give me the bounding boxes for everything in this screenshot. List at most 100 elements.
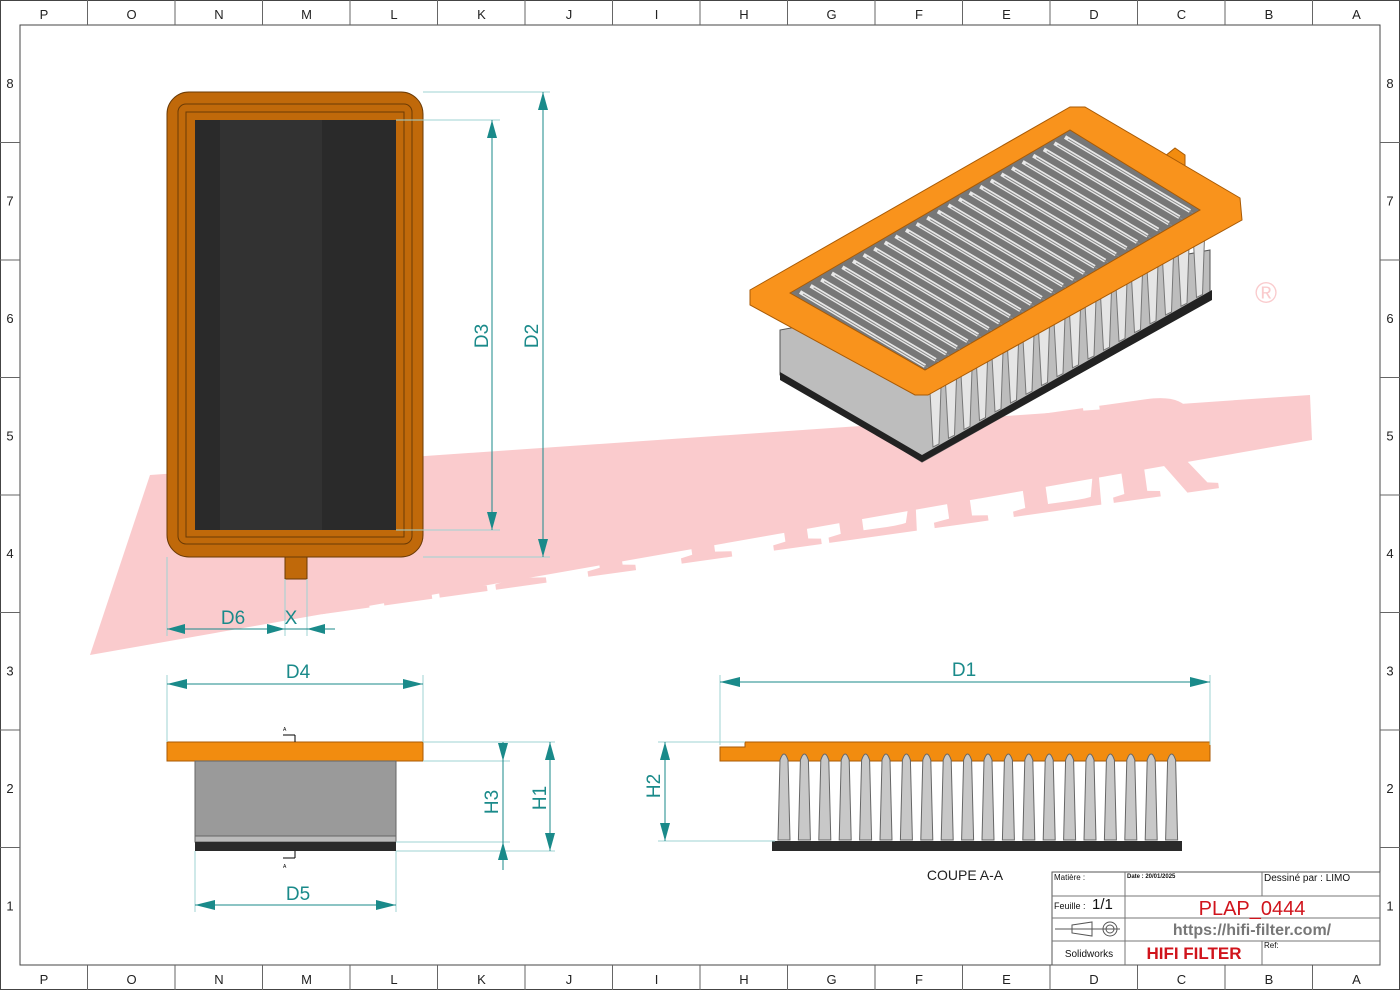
iso-top-pleat-shadow xyxy=(898,237,1024,313)
iso-top-pleat-shadow xyxy=(887,243,1014,319)
pleat xyxy=(777,753,791,841)
grid-column-label: M xyxy=(301,7,312,22)
iso-top-pleat-shadow xyxy=(993,181,1120,257)
iso-top-pleat-shadow xyxy=(823,281,950,357)
pleat xyxy=(920,753,934,841)
grid-column-label: H xyxy=(739,7,748,22)
section-label: COUPE A-A xyxy=(927,867,1004,883)
pleat xyxy=(1083,753,1097,841)
dim-h1: H1 xyxy=(530,786,551,810)
grid-column-label: J xyxy=(566,7,573,22)
iso-top-pleat-shadow xyxy=(834,274,961,350)
dim-d3: D3 xyxy=(472,324,493,348)
drawn-by: Dessiné par : LIMO xyxy=(1264,873,1350,884)
dim-d4: D4 xyxy=(286,662,311,683)
grid-row-label: 6 xyxy=(1386,311,1393,326)
iso-top-pleat-shadow xyxy=(908,231,1035,307)
iso-top-pleat-shadow xyxy=(972,194,1098,270)
grid-row-label: 1 xyxy=(6,899,13,914)
grid-column-label: I xyxy=(655,7,659,22)
software: Solidworks xyxy=(1065,949,1113,960)
date: Date : 20/01/2025 xyxy=(1127,874,1176,880)
pleat xyxy=(818,753,832,841)
pleat xyxy=(1063,753,1077,841)
grid-column-label: E xyxy=(1002,7,1011,22)
grid-column-label: A xyxy=(1352,972,1361,987)
pleat xyxy=(981,753,995,841)
title-block: Matière : Date : 20/01/2025 Dessiné par … xyxy=(1051,871,1381,966)
brand: HIFI FILTER xyxy=(1146,944,1241,963)
grid-column-label: G xyxy=(826,972,836,987)
iso-top-pleat-shadow xyxy=(876,250,1003,326)
grid-row-label: 7 xyxy=(6,194,13,209)
grid-column-label: C xyxy=(1177,7,1186,22)
ref-label: Ref: xyxy=(1264,941,1279,950)
grid-row-label: 2 xyxy=(6,781,13,796)
dim-d5: D5 xyxy=(286,884,310,905)
grid-column-label: C xyxy=(1177,972,1186,987)
grid-column-label: K xyxy=(477,7,486,22)
watermark-registered: ® xyxy=(1255,277,1277,310)
grid-column-label: D xyxy=(1089,972,1098,987)
iso-top-pleat-shadow xyxy=(1014,169,1141,245)
pleat xyxy=(879,753,893,841)
front-view: A A xyxy=(166,727,424,870)
pleat xyxy=(797,753,811,841)
pleats xyxy=(777,753,1179,841)
grid-column-label: L xyxy=(390,972,397,987)
grid-column-label: M xyxy=(301,972,312,987)
grid-column-label: N xyxy=(214,7,223,22)
grid-row-label: 5 xyxy=(6,429,13,444)
grid-row-label: 4 xyxy=(1386,546,1393,561)
iso-top-pleat-shadow xyxy=(1057,144,1183,220)
grid-column-label: A xyxy=(1352,7,1361,22)
projection-symbol-icon xyxy=(1055,921,1120,937)
material-label: Matière : xyxy=(1054,873,1085,882)
grid-column-label: G xyxy=(826,7,836,22)
dim-d2: D2 xyxy=(522,324,543,348)
sheet-value: 1/1 xyxy=(1092,896,1113,913)
iso-top-pleat-shadow xyxy=(961,200,1088,276)
grid-column-label: H xyxy=(739,972,748,987)
grid-row-label: 4 xyxy=(6,546,13,561)
pleat xyxy=(1103,753,1117,841)
iso-top-pleat-shadow xyxy=(951,206,1077,282)
grid-column-label: F xyxy=(915,972,923,987)
iso-top-pleat-shadow xyxy=(940,212,1067,288)
section-view-dimensions: D1 H2 COUPE A-A xyxy=(644,660,1211,883)
grid-column-label: N xyxy=(214,972,223,987)
iso-top-pleat-shadow xyxy=(845,268,971,344)
top-view-dimensions: D3 D2 D6 X xyxy=(166,91,550,636)
front-view-dimensions: D4 D5 H3 H1 xyxy=(166,662,555,912)
part-number: PLAP_0444 xyxy=(1199,898,1306,920)
dim-h2: H2 xyxy=(644,774,665,798)
grid-row-label: 7 xyxy=(1386,194,1393,209)
grid-column-label: F xyxy=(915,7,923,22)
iso-top-pleat-shadow xyxy=(982,188,1109,264)
grid-column-label: B xyxy=(1265,7,1274,22)
grid-row-label: 5 xyxy=(1386,429,1393,444)
iso-top-pleat-shadow xyxy=(1035,157,1162,233)
dim-d6: D6 xyxy=(221,608,245,629)
iso-top-pleat-shadow xyxy=(919,225,1045,301)
pleat xyxy=(1042,753,1056,841)
section-view xyxy=(719,741,1211,851)
grid-column-label: O xyxy=(126,7,136,22)
watermark-text: HIFI FILTER xyxy=(301,356,1224,647)
grid-column-label: P xyxy=(40,972,49,987)
pleat xyxy=(838,753,852,841)
pleat xyxy=(1124,753,1138,841)
grid-row-label: 1 xyxy=(1386,899,1393,914)
grid-column-label: K xyxy=(477,972,486,987)
isometric-view xyxy=(749,106,1243,463)
iso-top-pleat-shadow xyxy=(813,287,939,363)
website-url: https://hifi-filter.com/ xyxy=(1173,922,1332,939)
top-view xyxy=(166,91,424,580)
section-mark-top: A xyxy=(283,727,287,733)
iso-top-pleat-shadow xyxy=(1025,163,1151,239)
pleat xyxy=(1001,753,1015,841)
iso-top-pleat-shadow xyxy=(1004,175,1130,251)
iso-top-pleats xyxy=(798,135,1194,369)
